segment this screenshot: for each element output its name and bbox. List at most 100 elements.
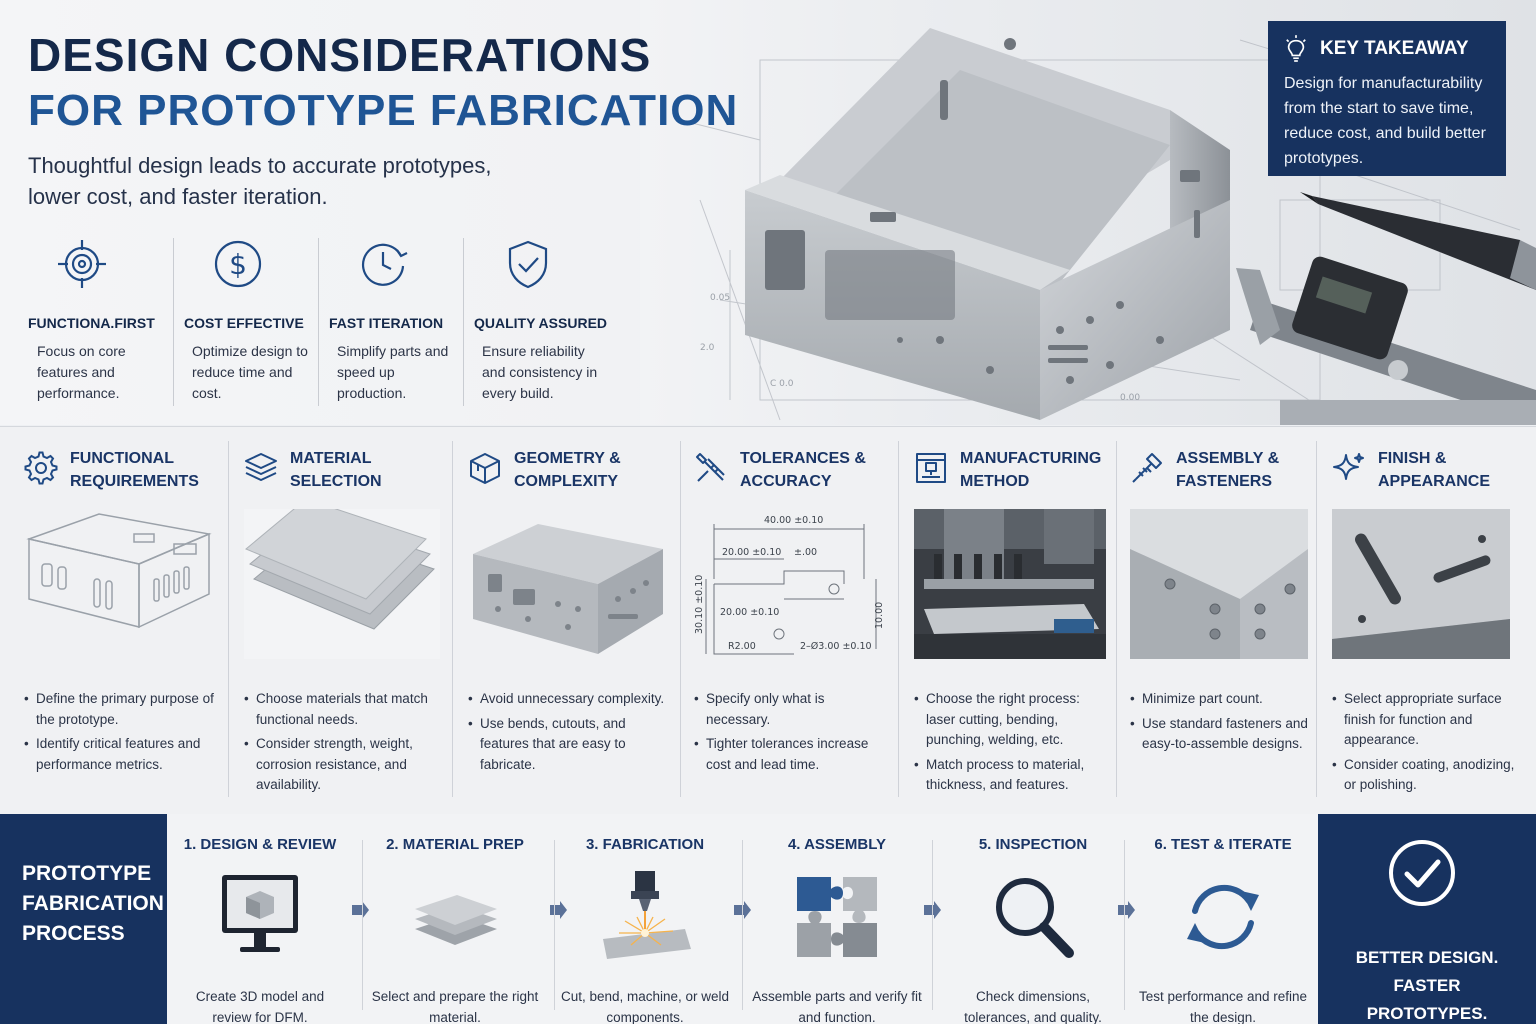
process-step-fabrication: 3. FABRICATION Cut, bend, machine, or we… [560, 836, 730, 1024]
monitor-icon [222, 875, 298, 952]
step-desc: Select and prepare the right material. [371, 989, 539, 1024]
bullet-list: Avoid unnecessary complexity. Use bends,… [468, 689, 673, 779]
bullet-list: Choose materials that match functional n… [244, 689, 444, 800]
bullet-item: Consider coating, anodizing, or polishin… [1332, 755, 1522, 796]
considerations-section: FUNCTIONAL REQUIREMENTS Define the prima… [0, 426, 1536, 814]
dim-holes: 2–Ø3.00 ±0.10 [800, 641, 872, 652]
consideration-manufacturing-method: MANUFACTURING METHOD Choose the right pr… [914, 441, 1109, 797]
bullet-item: Use standard fasteners and easy-to-assem… [1130, 714, 1310, 755]
feature-title: FAST ITERATION [329, 315, 444, 331]
bullet-item: Select appropriate surface finish for fu… [1332, 689, 1522, 751]
consideration-assembly-fasteners: ASSEMBLY & FASTENERS Minimize part count… [1130, 441, 1310, 797]
bullet-list: Define the primary purpose of the protot… [24, 689, 224, 779]
step-divider [362, 840, 363, 1010]
process-step-test-iterate: 6. TEST & ITERATE Test performance and r… [1138, 836, 1308, 1024]
step-desc: Check dimensions, tolerances, and qualit… [964, 989, 1102, 1024]
hero-section: 0.05C 0.0Ø 0.00 0.002.0 [0, 0, 1536, 425]
bullet-item: Minimize part count. [1130, 689, 1310, 710]
feature-functional-first: FUNCTIONA.FIRST Focus on core features a… [28, 238, 173, 406]
consideration-title: FUNCTIONAL REQUIREMENTS [70, 450, 199, 490]
refresh-icon [1187, 884, 1259, 950]
feature-list: FUNCTIONA.FIRST Focus on core features a… [28, 238, 608, 406]
shield-check-icon [508, 240, 548, 289]
bullet-item: Use bends, cutouts, and features that ar… [468, 714, 673, 776]
feature-fast-iteration: FAST ITERATION Simplify parts and speed … [318, 238, 463, 406]
bullet-item: Avoid unnecessary complexity. [468, 689, 673, 710]
dim-left-top: 20.00 ±0.10 [722, 547, 781, 558]
closing-text: BETTER DESIGN. FASTER PROTOTYPES. STRONG… [1355, 948, 1499, 1023]
step-desc: Create 3D model and review for DFM. [195, 989, 325, 1024]
lightbulb-icon [1286, 35, 1306, 62]
sparkle-icon [1333, 453, 1364, 480]
bullet-item: Match process to material, thickness, an… [914, 755, 1109, 796]
consideration-title: MANUFACTURING METHOD [960, 450, 1102, 490]
feature-quality-assured: QUALITY ASSURED Ensure reliability and c… [463, 238, 608, 406]
layers-icon [245, 453, 277, 481]
step-divider [932, 840, 933, 1010]
svg-text:0.05: 0.05 [710, 293, 730, 303]
consideration-tolerances-accuracy: TOLERANCES & ACCURACY 40.00 ±0.10 20.00 … [694, 441, 889, 797]
column-divider [898, 441, 899, 797]
column-divider [680, 441, 681, 797]
dollar-icon: $ [214, 240, 262, 288]
svg-text:0.00: 0.00 [1120, 393, 1140, 403]
wireframe-box-image [26, 513, 212, 629]
key-takeaway-title: KEY TAKEAWAY [1284, 35, 1490, 63]
gear-icon [24, 451, 58, 485]
bullet-list: Choose the right process: laser cutting,… [914, 689, 1109, 800]
cube-icon [470, 453, 500, 484]
feature-title: FUNCTIONA.FIRST [28, 315, 155, 331]
dim-top: 40.00 ±0.10 [764, 515, 823, 526]
step-title: 3. FABRICATION [585, 836, 705, 853]
key-takeaway-box: KEY TAKEAWAY Design for manufacturabilit… [1268, 21, 1506, 176]
caliper-icon [696, 453, 725, 482]
consideration-title: MATERIAL SELECTION [290, 450, 382, 490]
feature-title: QUALITY ASSURED [474, 315, 608, 331]
process-section: PROTOTYPE FABRICATION PROCESS 1. DESIGN … [0, 814, 1536, 1024]
bullet-item: Define the primary purpose of the protot… [24, 689, 224, 730]
consideration-title: ASSEMBLY & FASTENERS [1176, 450, 1280, 490]
metal-sheets-image [244, 509, 440, 659]
dim-vert-right: 10.00 [874, 602, 885, 629]
bullet-item: Consider strength, weight, corrosion res… [244, 734, 444, 796]
step-divider [742, 840, 743, 1010]
column-divider [452, 441, 453, 797]
column-divider [228, 441, 229, 797]
step-desc: Cut, bend, machine, or weld components. [560, 989, 730, 1024]
process-step-material-prep: 2. MATERIAL PREP Select and prepare the … [370, 836, 540, 1024]
technical-drawing-image: 40.00 ±0.10 20.00 ±0.10 ±.00 20.00 ±0.10… [694, 515, 885, 655]
consideration-title: TOLERANCES & ACCURACY [740, 450, 866, 490]
step-title: 2. MATERIAL PREP [386, 836, 524, 853]
key-takeaway-text: Design for manufacturability from the st… [1284, 75, 1486, 167]
closing-banner: BETTER DESIGN. FASTER PROTOTYPES. STRONG… [1318, 814, 1536, 1024]
page-subtitle-title: FOR PROTOTYPE FABRICATION [28, 86, 739, 135]
check-circle-icon [1389, 840, 1455, 906]
target-icon [58, 240, 106, 288]
svg-text:2.0: 2.0 [700, 343, 715, 353]
step-divider [554, 840, 555, 1010]
consideration-title: GEOMETRY & COMPLEXITY [514, 450, 621, 490]
feature-desc: Simplify parts and speed up production. [337, 343, 449, 401]
column-divider [1316, 441, 1317, 797]
feature-cost-effective: $ COST EFFECTIVE Optimize design to redu… [173, 238, 318, 406]
consideration-finish-appearance: FINISH & APPEARANCE Select appropriate s… [1332, 441, 1522, 797]
surface-finish-image [1332, 509, 1510, 659]
step-title: 6. TEST & ITERATE [1154, 836, 1292, 853]
column-divider [1116, 441, 1117, 797]
process-step-design-review: 1. DESIGN & REVIEW Create 3D model and r… [175, 836, 345, 1024]
dim-mid: 20.00 ±0.10 [720, 607, 779, 618]
step-title: 1. DESIGN & REVIEW [183, 836, 337, 853]
feature-desc: Focus on core features and performance. [37, 343, 126, 401]
bullet-item: Tighter tolerances increase cost and lea… [694, 734, 889, 775]
bullet-list: Specify only what is necessary. Tighter … [694, 689, 889, 779]
screw-icon [1132, 453, 1162, 483]
bullet-item: Specify only what is necessary. [694, 689, 889, 730]
bullet-list: Select appropriate surface finish for fu… [1332, 689, 1522, 800]
dim-vert-left: 30.10 ±0.10 [694, 575, 705, 634]
feature-desc: Optimize design to reduce time and cost. [192, 343, 308, 401]
feature-desc: Ensure reliability and consistency in ev… [482, 343, 598, 401]
feature-title: COST EFFECTIVE [184, 315, 304, 331]
step-title: 5. INSPECTION [978, 836, 1088, 853]
step-divider [1124, 840, 1125, 1010]
press-icon [916, 453, 946, 483]
